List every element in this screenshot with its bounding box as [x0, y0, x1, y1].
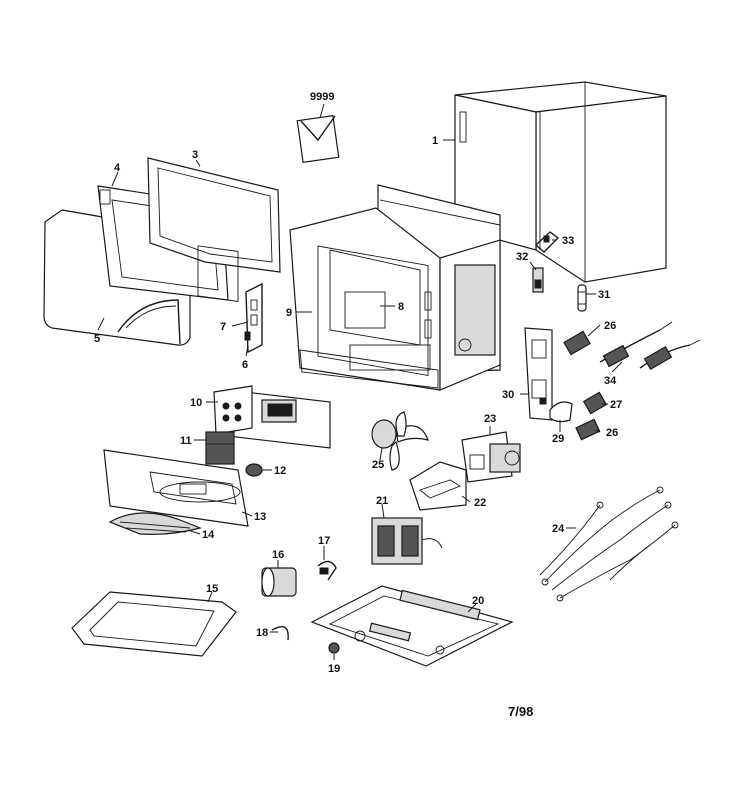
part-power-cord[interactable] — [599, 321, 701, 371]
part-control-panel[interactable] — [103, 449, 249, 527]
part-oven-cavity[interactable] — [289, 184, 501, 391]
part-tray[interactable] — [71, 591, 237, 657]
callout-8: 8 — [398, 301, 404, 313]
part-clip-18[interactable] — [271, 626, 289, 641]
callout-16: 16 — [272, 549, 284, 561]
part-diode[interactable] — [317, 560, 337, 581]
callout-1: 1 — [432, 135, 438, 147]
part-keypad-14[interactable] — [108, 512, 202, 535]
part-switch-26[interactable] — [575, 418, 601, 441]
callout-31: 31 — [598, 289, 610, 301]
callout-24: 24 — [552, 523, 565, 535]
part-fan-motor[interactable] — [371, 411, 429, 471]
callout-4: 4 — [114, 162, 121, 174]
callout-30: 30 — [502, 389, 514, 401]
callout-3: 3 — [192, 149, 198, 161]
callout-33: 33 — [562, 235, 574, 247]
part-switch-32[interactable] — [532, 267, 544, 293]
part-latch-bracket[interactable] — [244, 282, 263, 354]
callout-17: 17 — [318, 535, 330, 547]
part-literature-envelope[interactable] — [296, 115, 340, 163]
part-capacitor[interactable] — [261, 567, 297, 597]
callout-9999: 9999 — [310, 91, 334, 103]
part-switch-33[interactable] — [534, 231, 560, 253]
callout-labels: 1 3 4 5 6 7 8 9 10 11 12 13 14 15 16 17 … — [94, 91, 622, 675]
callout-26-upper: 26 — [604, 320, 616, 332]
part-switch-27[interactable] — [582, 391, 608, 415]
callout-9: 9 — [286, 307, 292, 319]
callout-7: 7 — [220, 321, 226, 333]
callout-19: 19 — [328, 663, 340, 675]
part-relay-11[interactable] — [205, 431, 235, 465]
part-control-board[interactable] — [213, 385, 331, 449]
part-foot-19[interactable] — [328, 642, 340, 654]
part-base-plate[interactable] — [310, 585, 514, 667]
callout-29: 29 — [552, 433, 564, 445]
callout-12: 12 — [274, 465, 286, 477]
part-switch-28[interactable] — [563, 330, 591, 356]
callout-26-lower: 26 — [606, 427, 618, 439]
part-fuse-31[interactable] — [577, 284, 587, 312]
part-bracket-22[interactable] — [409, 461, 467, 511]
callout-18: 18 — [256, 627, 268, 639]
callout-11: 11 — [180, 435, 192, 447]
part-lever-29[interactable] — [549, 401, 573, 423]
date-code: 7/98 — [508, 704, 533, 719]
callout-23: 23 — [484, 413, 496, 425]
callout-20: 20 — [472, 595, 484, 607]
part-switch-holder-30[interactable] — [524, 327, 553, 421]
callout-22: 22 — [474, 497, 486, 509]
leader-lines — [97, 103, 623, 660]
callout-21: 21 — [376, 495, 388, 507]
part-magnetron[interactable] — [461, 431, 521, 483]
callout-34: 34 — [604, 375, 617, 387]
callout-13: 13 — [254, 511, 266, 523]
part-knob-12[interactable] — [245, 463, 263, 477]
callout-10: 10 — [190, 397, 202, 409]
callout-5: 5 — [94, 333, 100, 345]
callout-25: 25 — [372, 459, 384, 471]
callout-27: 27 — [610, 399, 622, 411]
callout-15: 15 — [206, 583, 218, 595]
part-door-choke[interactable] — [147, 157, 281, 302]
part-wire-harness[interactable] — [539, 486, 679, 602]
part-transformer[interactable] — [371, 517, 443, 565]
callout-14: 14 — [202, 529, 215, 541]
callout-6: 6 — [242, 359, 248, 371]
callout-32: 32 — [516, 251, 528, 263]
